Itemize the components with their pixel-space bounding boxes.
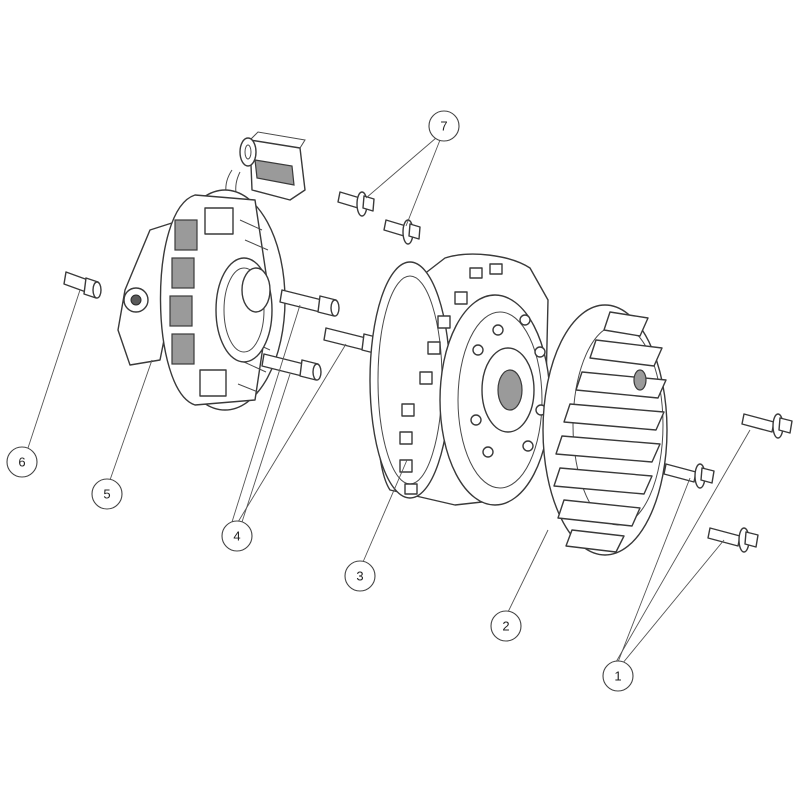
callout-3: 3 <box>344 560 376 592</box>
fan-blades <box>553 311 667 553</box>
stator-coils <box>169 207 271 397</box>
bolt-4a <box>279 289 340 317</box>
callout-5-label: 5 <box>103 487 110 502</box>
callout-2: 2 <box>490 610 522 642</box>
bolt-7a <box>337 191 375 217</box>
callout-2-label: 2 <box>502 619 509 634</box>
callout-6-label: 6 <box>18 455 25 470</box>
callout-4-label: 4 <box>233 529 240 544</box>
callout-3-label: 3 <box>356 569 363 584</box>
callout-7-label: 7 <box>440 119 447 134</box>
bolt-1b <box>663 463 715 489</box>
bolt-6 <box>63 271 102 299</box>
leader-lines <box>27 137 751 665</box>
cooling-fan <box>542 304 668 556</box>
callout-1-label: 1 <box>614 669 621 684</box>
callout-4: 4 <box>221 520 253 552</box>
callout-6: 6 <box>6 446 38 478</box>
bolt-1a <box>741 413 793 439</box>
callout-7: 7 <box>428 110 460 142</box>
callout-1: 1 <box>602 660 634 692</box>
stator-assembly <box>117 131 306 411</box>
callout-5: 5 <box>91 478 123 510</box>
bolt-7b <box>383 219 421 245</box>
rotor <box>369 253 551 506</box>
bolt-1c <box>707 527 759 553</box>
bolt-4c <box>261 353 322 381</box>
